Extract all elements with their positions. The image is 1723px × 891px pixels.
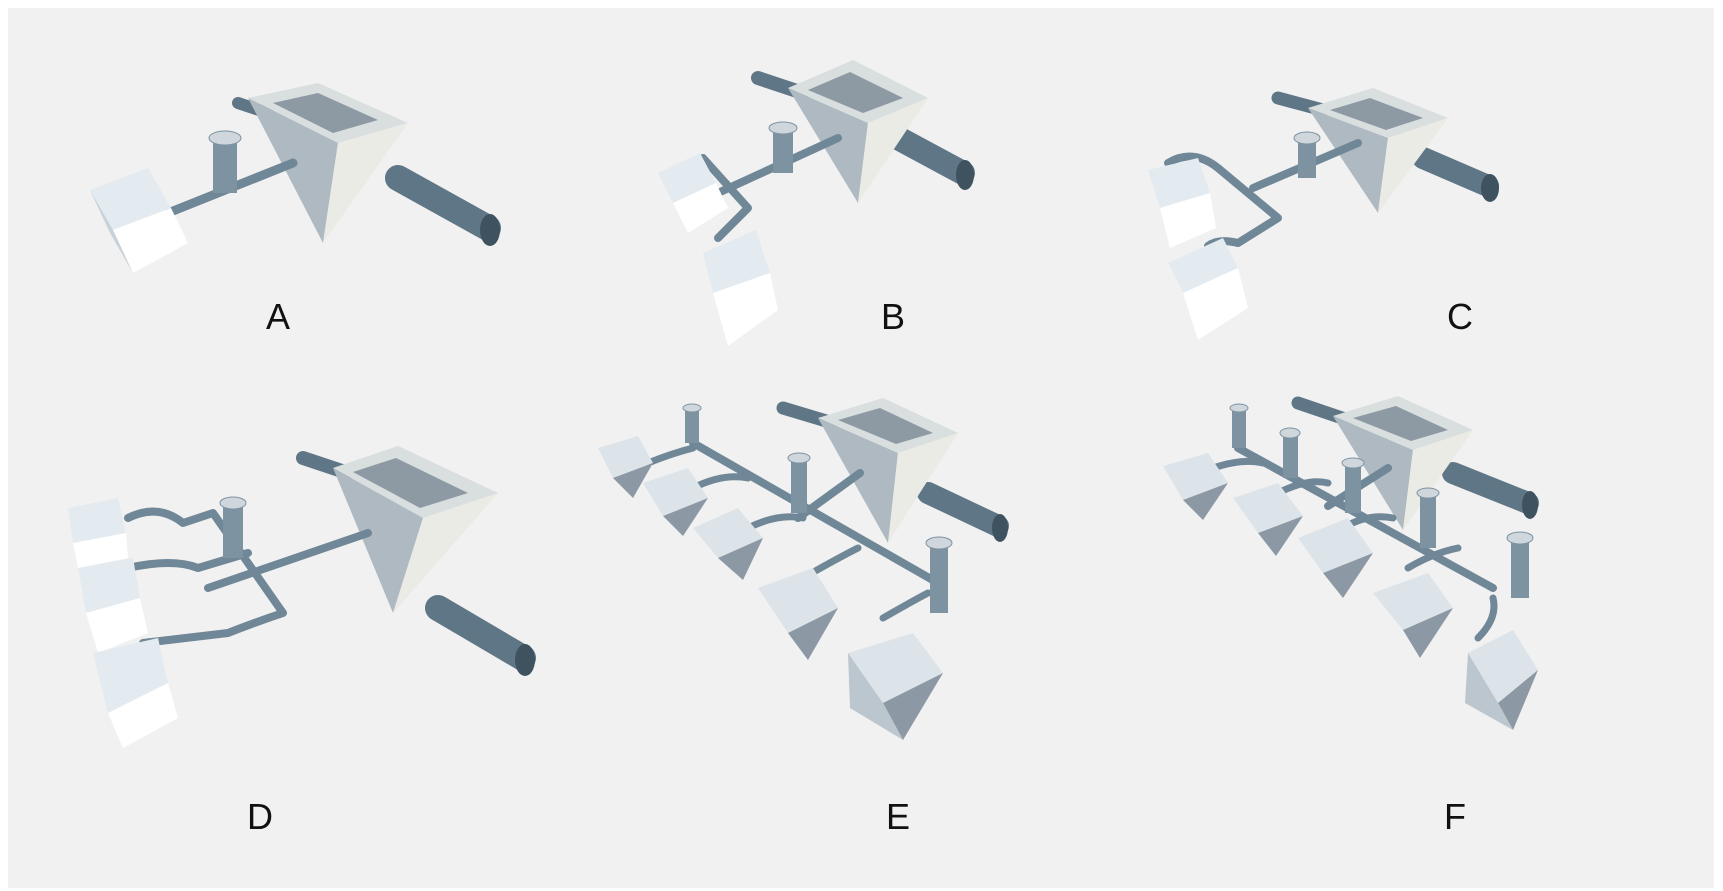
pipe-run bbox=[128, 512, 368, 643]
drainage-layout-f bbox=[1158, 408, 1678, 848]
vent-pipe bbox=[788, 453, 810, 513]
inlet-box bbox=[1373, 573, 1453, 658]
chamber bbox=[248, 83, 408, 243]
vent-pipe bbox=[1342, 458, 1364, 513]
panel-a: A bbox=[68, 68, 548, 368]
drainage-layout-d bbox=[48, 438, 568, 838]
inlet-box bbox=[90, 168, 188, 273]
panel-label: C bbox=[1420, 296, 1500, 338]
vent-pipe bbox=[1280, 428, 1300, 478]
drainage-layout-e bbox=[598, 408, 1118, 848]
inlet-box bbox=[1233, 483, 1303, 556]
vent-pipe bbox=[1417, 488, 1439, 548]
vent-pipe bbox=[1507, 532, 1533, 598]
inlet-box bbox=[1148, 158, 1216, 248]
inlet-box bbox=[658, 153, 728, 233]
outlet-pipe bbox=[438, 608, 535, 676]
inlet-box bbox=[1298, 518, 1373, 598]
panel-d: D bbox=[48, 438, 568, 838]
outlet-pipe bbox=[1423, 158, 1499, 202]
outlet-pipe bbox=[898, 138, 974, 190]
panel-b: B bbox=[588, 48, 1068, 368]
inlet-box bbox=[703, 230, 778, 346]
vent-pipe bbox=[769, 122, 797, 173]
figure-canvas: A B bbox=[8, 8, 1714, 888]
panel-label: D bbox=[220, 796, 300, 838]
vent-pipe bbox=[1230, 404, 1248, 448]
outlet-pipe bbox=[1453, 473, 1538, 519]
outlet-pipe bbox=[928, 493, 1008, 542]
inlet-box bbox=[78, 558, 148, 653]
panel-label: F bbox=[1415, 796, 1495, 838]
panel-label: A bbox=[238, 296, 318, 338]
drainage-layout-b bbox=[588, 48, 1068, 368]
drainage-layout-c bbox=[1118, 78, 1598, 368]
inlet-box bbox=[93, 638, 178, 748]
inlet-box bbox=[848, 633, 943, 740]
outlet-pipe bbox=[398, 178, 500, 246]
chamber bbox=[333, 446, 498, 613]
panel-e: E bbox=[598, 408, 1118, 848]
inlet-box bbox=[758, 568, 838, 660]
chamber bbox=[818, 398, 958, 543]
inlet-box bbox=[598, 436, 653, 498]
panel-f: F bbox=[1158, 408, 1678, 848]
inlet-box bbox=[1168, 238, 1248, 340]
inlet-box bbox=[1465, 630, 1538, 730]
vent-pipe bbox=[683, 404, 701, 443]
panel-c: C bbox=[1118, 78, 1598, 368]
inlet-box bbox=[693, 508, 763, 580]
panel-label: B bbox=[853, 296, 933, 338]
vent-pipe bbox=[220, 497, 246, 558]
vent-pipe bbox=[209, 131, 241, 193]
panel-label: E bbox=[858, 796, 938, 838]
inlet-box bbox=[68, 498, 128, 568]
